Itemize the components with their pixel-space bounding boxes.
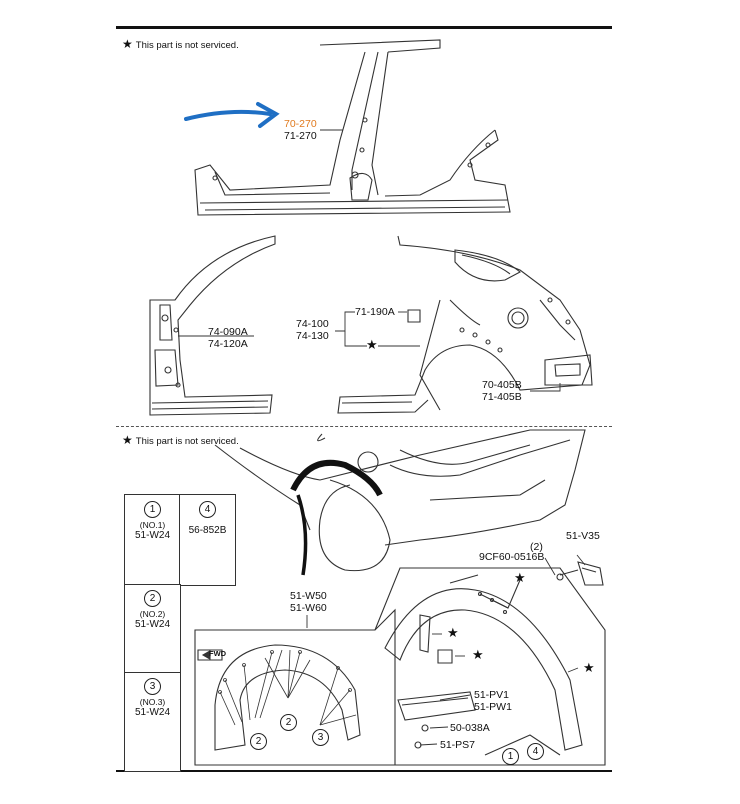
bracket-51-v35-drawing: [556, 561, 604, 586]
fuel-lid-label: 71-190A: [355, 306, 395, 318]
fastener-cell-2: 2 (NO.2) 51-W24: [124, 584, 181, 674]
fender-liner-panel: [194, 608, 396, 766]
callout-circle: 3: [144, 678, 161, 695]
not-serviced-star: ★: [366, 337, 378, 352]
star-marker: ★: [514, 570, 526, 585]
callout-3: 3: [312, 729, 329, 746]
star-marker: ★: [583, 660, 595, 675]
right-quarter-label: 74-100 74-130: [296, 318, 329, 342]
not-serviced-note-top: ★This part is not serviced.: [122, 37, 239, 51]
fender-liner-label: 51-W50 51-W60: [290, 590, 327, 614]
fwd-label: FWD: [209, 649, 227, 658]
fastener-cell-3: 3 (NO.3) 51-W24: [124, 672, 181, 772]
star-marker: ★: [472, 647, 484, 662]
callout-4: 4: [527, 743, 544, 760]
not-serviced-note-bottom: ★This part is not serviced.: [122, 433, 239, 447]
callout-circle: 4: [199, 501, 216, 518]
part-70-270: 70-270: [284, 118, 317, 130]
callout-circle: 1: [144, 501, 161, 518]
callout-1: 1: [502, 748, 519, 765]
right-quarter-drawing: [337, 235, 593, 414]
bolt-label: 9CF60-0516B: [479, 551, 545, 563]
nut-label: 51-PS7: [440, 739, 476, 751]
bottom-rule: [116, 770, 612, 772]
left-quarter-drawing: [149, 235, 276, 416]
fender-flare-highlight: [290, 459, 383, 576]
star-icon: ★: [122, 37, 133, 51]
flare-detail-panel: [374, 567, 606, 766]
rear-panel-label: 70-405B 71-405B: [482, 379, 522, 403]
lower-leaders: [306, 554, 586, 746]
bracket-label: 51-V35: [566, 530, 600, 542]
fastener-cell-4: 4 56-852B: [179, 494, 236, 586]
callout-2-a: 2: [280, 714, 297, 731]
callout-2-b: 2: [250, 733, 267, 750]
star-icon: ★: [122, 433, 133, 447]
side-frame-drawing: [194, 39, 511, 216]
flare-label: 51-PV1 51-PW1: [474, 689, 512, 713]
upper-leaders: [178, 129, 561, 392]
bolt-qty-label: (2): [530, 541, 543, 553]
fastener-cell-1: 1 (NO.1) 51-W24: [124, 494, 181, 586]
star-marker: ★: [447, 625, 459, 640]
blue-highlight-arrow: [184, 102, 280, 128]
callout-circle: 2: [144, 590, 161, 607]
side-frame-label: 70-270 71-270: [284, 118, 317, 142]
section-divider: [116, 426, 612, 427]
clip-label: 50-038A: [450, 722, 490, 734]
left-quarter-label: 74-090A 74-120A: [208, 326, 248, 350]
top-rule: [116, 26, 612, 29]
car-rear-drawing: [214, 429, 586, 572]
part-71-270: 71-270: [284, 130, 317, 142]
